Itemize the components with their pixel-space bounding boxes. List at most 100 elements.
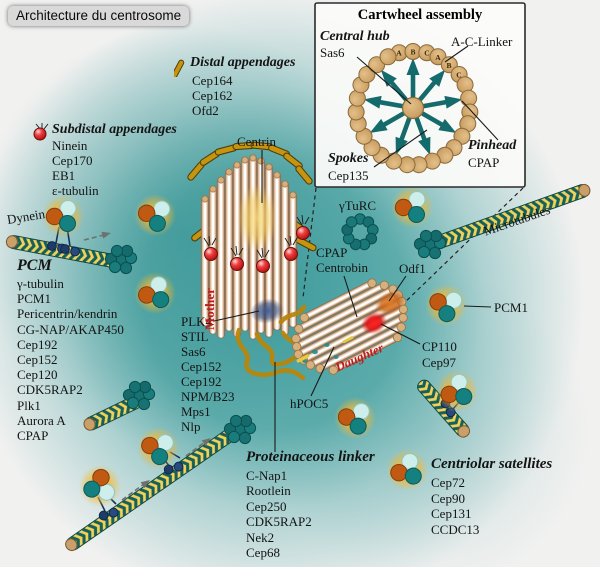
daughter-centriole [291,278,408,375]
svg-text:C: C [456,71,461,80]
subdistal-item: Ninein [52,138,88,153]
centriolar-satellite [330,393,380,443]
distal-item: Ofd2 [192,103,219,118]
proteinaceous-linker-heading: Proteinaceous linker [246,449,375,465]
cartwheel-inset-title: Cartwheel assembly [357,7,483,23]
pcm-item: Cep192 [17,336,58,352]
subdistal-item: Cep170 [52,153,93,168]
hpoc5-label: hPOC5 [290,396,329,411]
duplication-item: NPM/B23 [181,389,235,404]
linker-item: Nek2 [246,529,275,545]
mother-label: Mother [202,288,217,330]
pcm1-pointer-line [463,305,492,308]
subdistal-appendages-group: Subdistal appendages Ninein Cep170 EB1 ε… [31,122,177,198]
linker-item: C-Nap1 [246,468,288,483]
centriolar-satellites-heading: Centriolar satellites [431,456,553,472]
svg-text:A: A [396,49,402,58]
svg-text:A: A [435,53,441,62]
spokes-label: Spokes [328,151,369,166]
pcm-item: PCM1 [17,291,51,307]
duplication-item: Mps1 [181,404,211,419]
cp110-pointer-line [380,323,421,345]
centriolar-satellite [417,276,475,334]
plk4-pointer-line [213,310,260,322]
cartwheel-inset: A B C A B C [314,2,526,188]
linker-item: Cep68 [246,544,280,560]
duplication-item: Sas6 [181,344,206,359]
ac-linker-label: A-C-Linker [451,34,513,49]
pcm-item: CPAP [17,427,49,443]
cartwheel-drawing: A B C A B C [345,43,481,177]
linker-item: Rootlein [246,483,291,499]
gturc-anchor [122,380,156,411]
gturc-ring [341,213,379,251]
pcm-item: CG-NAP/AKAP450 [17,321,124,337]
centriolar-satellite [41,194,85,238]
subdistal-item: EB1 [52,168,76,183]
cpap-label: CPAP [316,245,348,260]
satellite-item: Cep90 [431,490,465,506]
pinhead-pointer-line [461,100,499,141]
centriolar-satellite [130,268,180,318]
subdistal-appendages-heading: Subdistal appendages [52,122,177,137]
centrobin-label: Centrobin [316,260,368,275]
svg-text:C: C [424,49,429,58]
mother-centriole [186,141,318,340]
centrobin-pointer-line [343,275,358,318]
duplication-item: STIL [181,329,209,344]
mother-tube-caps [201,154,297,203]
gturc-label: γTuRC [339,198,377,213]
distal-item: Cep164 [192,73,233,88]
ac-linker-pointer-line [444,45,469,63]
centrin-mark [342,336,354,344]
central-hub-pointer-line [356,56,412,105]
distal-appendages-heading: Distal appendages [190,55,296,70]
svg-text:B: B [446,61,451,70]
subdistal-appendage-balls [203,214,310,273]
cp110-region [361,311,387,335]
duplication-item: Cep192 [181,374,222,389]
pcm-item: Plk1 [17,397,41,413]
pinhead-cpap-label: CPAP [468,155,500,170]
pcm-item: γ-tubulin [17,276,64,291]
linker-item: CDK5RAP2 [246,514,312,530]
centriolar-satellite [390,185,434,229]
spokes-pointer-line [373,129,428,168]
linker-item: Cep250 [246,498,287,514]
duplication-item: Nlp [181,419,201,434]
gold-stick-icon [174,59,185,77]
central-hub-label: Central hub [320,29,390,44]
odf1-label: Odf1 [399,261,426,276]
centrin-mark [296,354,310,363]
duplication-item: Cep152 [181,359,222,374]
subdistal-item: ε-tubulin [52,183,99,198]
centriolar-satellite [75,461,125,511]
pinhead-label: Pinhead [468,138,517,153]
triplet-letters: A B C A B C [396,48,461,80]
distal-item: Cep162 [192,88,233,103]
pcm-item: Cep120 [17,367,58,383]
sas6-label: Sas6 [320,45,345,60]
proteinaceous-linker-group: Proteinaceous linker C-Nap1 Rootlein Cep… [246,450,375,560]
centrin-label: Centrin [237,134,276,149]
pcm-group: PCM γ-tubulin PCM1 Pericentrin/kendrin C… [17,258,124,443]
duplication-factors-group: PLK4 STIL Sas6 Cep152 Cep192 NPM/B23 Mps… [181,314,234,434]
pcm-heading: PCM [17,257,52,274]
cp110-label: CP110 [422,339,457,354]
plk4-region [250,298,284,324]
cep135-label: Cep135 [328,168,369,183]
page-title: Architecture du centrosome [8,6,190,26]
pcm1-label: PCM1 [494,300,528,315]
centriolar-satellite [380,443,434,497]
cep97-label: Cep97 [422,355,456,370]
red-ball-icon [33,123,49,141]
pcm-item: Pericentrin/kendrin [17,306,118,322]
svg-text:B: B [410,48,415,57]
movement-arrows [83,231,211,501]
duplication-item: PLK4 [181,314,213,329]
inset-zoom-line-right [399,187,524,308]
gturc-anchor [413,229,447,260]
hpoc5-pointer-line [310,346,335,397]
